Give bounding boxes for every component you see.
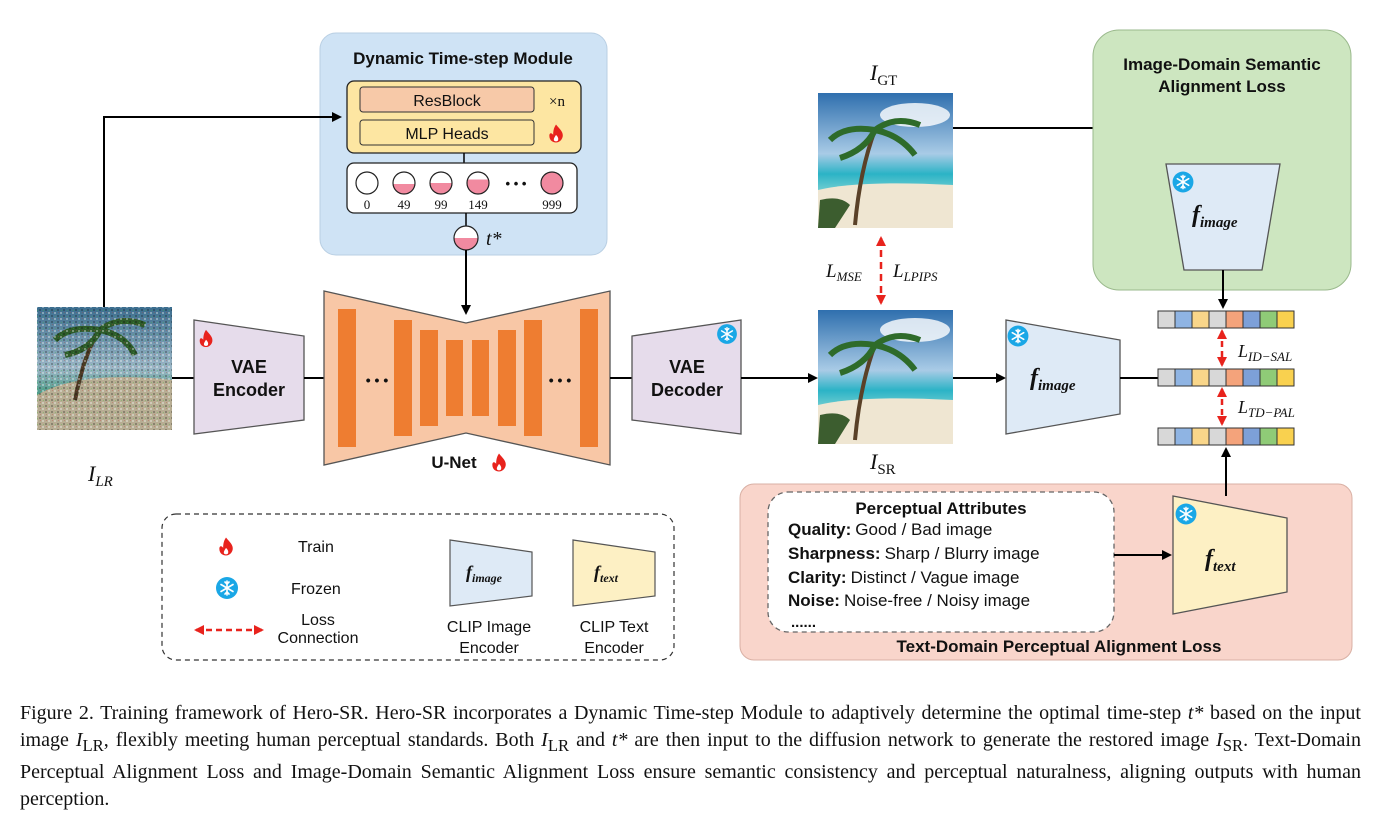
perceptual-ellipsis: ...... <box>791 614 816 631</box>
timestep-label-149: 149 <box>468 197 488 212</box>
image-domain-title-line2: Alignment Loss <box>1158 77 1286 96</box>
f-image-encoder-gt <box>1165 163 1281 271</box>
legend-clip-image-line2: Encoder <box>459 640 519 657</box>
id-sal-loss-label: LID−SAL <box>1237 341 1292 364</box>
image-domain-loss-panel: Image-Domain Semantic Alignment Loss fim… <box>1092 29 1352 291</box>
unet-dots-right: • • • <box>549 372 572 388</box>
f-text-label: ftext <box>1205 546 1236 575</box>
sr-label: ISR <box>869 449 896 478</box>
timestep-circle-999 <box>540 171 564 195</box>
timestep-label-49: 49 <box>398 197 411 212</box>
resblock-label: ResBlock <box>413 93 482 110</box>
dtm-title: Dynamic Time-step Module <box>353 49 573 68</box>
perceptual-row-quality: Quality:Good / Bad image <box>788 520 992 539</box>
legend-clip-text-line2: Encoder <box>584 640 644 657</box>
gt-image <box>818 93 953 228</box>
timestep-circle-99 <box>429 171 453 195</box>
text-domain-title: Text-Domain Perceptual Alignment Loss <box>897 637 1222 656</box>
f-text-frozen-snowflake-icon <box>1174 502 1198 526</box>
t-star-circle <box>453 225 479 251</box>
mlp-heads <box>359 119 535 146</box>
unet-label: U-Net <box>431 453 477 472</box>
legend: Train Frozen Loss Connection fimage CLIP… <box>161 513 675 661</box>
t-star-label: t* <box>486 228 502 250</box>
gt-label: IGT <box>869 60 897 89</box>
vae-decoder-line1: VAE <box>669 357 705 377</box>
timestep-label-99: 99 <box>435 197 448 212</box>
legend-loss-line1: Loss <box>301 612 335 629</box>
timestep-dots: • • • <box>506 176 527 191</box>
perceptual-attributes-title: Perceptual Attributes <box>855 499 1026 518</box>
timestep-circle-149 <box>466 171 490 195</box>
f-image-gt-frozen-snowflake-icon <box>1171 170 1195 194</box>
legend-f-image-label: fimage <box>466 562 503 585</box>
figure-caption: Figure 2. Training framework of Hero-SR.… <box>20 702 1361 810</box>
f-text-encoder <box>1172 495 1288 615</box>
legend-clip-text-line1: CLIP Text <box>580 619 649 636</box>
f-image-sr-label: fimage <box>1030 365 1076 394</box>
unet: • • • • • • <box>323 290 611 466</box>
legend-image-encoder-icon <box>449 539 533 607</box>
legend-loss-line2: Connection <box>278 630 359 647</box>
resblock <box>359 86 535 113</box>
f-image-sr-frozen-snowflake-icon <box>1006 324 1030 348</box>
mlp-heads-label: MLP Heads <box>405 126 488 143</box>
timestep-circle-49 <box>392 171 416 195</box>
perceptual-row-clarity: Clarity:Distinct / Vague image <box>788 568 1019 587</box>
vae-decoder-line2: Decoder <box>651 380 723 400</box>
timestep-label-999: 999 <box>542 197 562 212</box>
timestep-circle-0 <box>355 171 379 195</box>
unet-train-flame-icon <box>492 453 506 472</box>
decoder-frozen-snowflake-icon <box>716 323 738 345</box>
vae-encoder-line1: VAE <box>231 357 267 377</box>
text-domain-loss-panel: Perceptual Attributes Quality:Good / Bad… <box>739 483 1353 661</box>
feature-vector-sr <box>1157 368 1295 387</box>
td-pal-loss-label: LTD−PAL <box>1237 397 1295 420</box>
feature-vector-gt <box>1157 310 1295 329</box>
perceptual-attributes-box <box>767 491 1115 633</box>
vae-encoder: VAE Encoder <box>193 319 305 435</box>
legend-snowflake-icon <box>215 576 239 600</box>
input-lr-image <box>37 307 172 430</box>
dynamic-timestep-module: Dynamic Time-step Module ResBlock ×n MLP… <box>319 32 608 256</box>
legend-train-label: Train <box>298 539 334 556</box>
legend-clip-image-line1: CLIP Image <box>447 619 531 636</box>
f-image-encoder-sr: fimage <box>1005 319 1121 435</box>
vae-encoder-line2: Encoder <box>213 380 285 400</box>
feature-vector-text <box>1157 427 1295 446</box>
hero-sr-diagram: Dynamic Time-step Module ResBlock ×n MLP… <box>37 29 1353 661</box>
legend-f-text-label: ftext <box>594 562 619 585</box>
sr-image <box>818 310 953 444</box>
mse-loss-label: LMSE <box>825 261 862 284</box>
image-domain-title-line1: Image-Domain Semantic <box>1123 55 1320 74</box>
timestep-label-0: 0 <box>364 197 371 212</box>
vae-decoder: VAE Decoder <box>631 319 742 435</box>
legend-text-encoder-icon <box>572 539 656 607</box>
perceptual-row-sharpness: Sharpness:Sharp / Blurry image <box>788 544 1040 563</box>
f-image-gt-label: fimage <box>1192 202 1238 231</box>
times-n-label: ×n <box>549 94 565 110</box>
input-lr-label: ILR <box>87 461 113 490</box>
perceptual-row-noise: Noise:Noise-free / Noisy image <box>788 591 1030 610</box>
unet-dots-left: • • • <box>366 372 389 388</box>
lpips-loss-label: LLPIPS <box>892 261 938 284</box>
legend-frozen-label: Frozen <box>291 581 341 598</box>
